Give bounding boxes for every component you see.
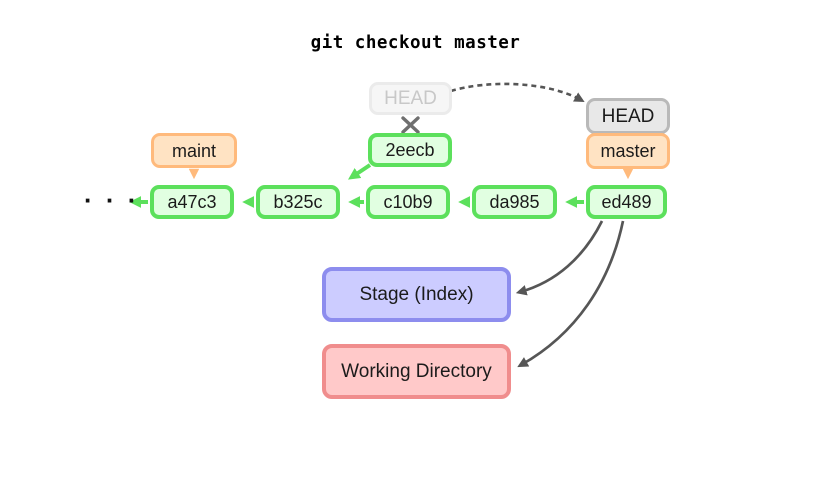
node-commit-da985: da985 [472, 185, 557, 219]
history-ellipsis: · · · [84, 185, 140, 215]
diagram-title: git checkout master [310, 33, 521, 53]
node-ref-maint: maint [151, 133, 237, 168]
head-move-arrow [450, 82, 585, 103]
node-head-old: HEAD [369, 82, 452, 115]
working-directory-box: Working Directory [322, 344, 511, 399]
node-commit-a47c3: a47c3 [150, 185, 234, 219]
update-arrow-working [517, 220, 625, 368]
stage-index-box: Stage (Index) [322, 267, 511, 322]
node-head-new: HEAD [586, 98, 670, 134]
detach-x-mark [401, 116, 420, 134]
parent-arrow-2eecb-b325c [348, 163, 372, 180]
node-commit-2eecb: 2eecb [368, 133, 452, 167]
node-commit-ed489: ed489 [586, 185, 667, 219]
node-ref-master: master [586, 133, 670, 169]
update-arrow-stage [515, 220, 604, 296]
node-commit-c10b9: c10b9 [366, 185, 450, 219]
node-commit-b325c: b325c [256, 185, 340, 219]
